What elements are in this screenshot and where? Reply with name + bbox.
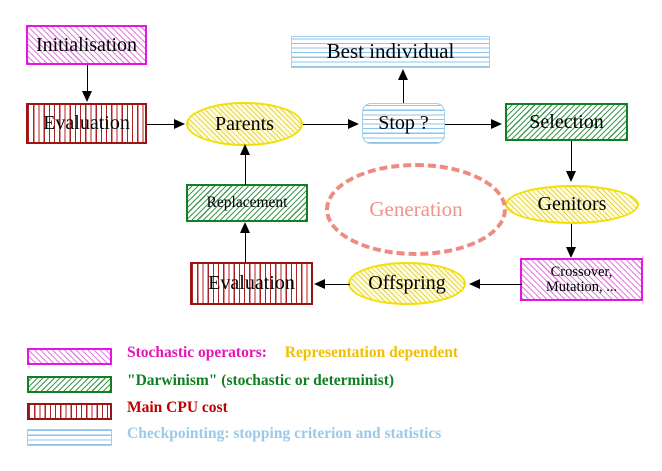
edge-evaluation-parents <box>147 124 176 125</box>
arrowhead-selection-genitors <box>566 171 576 182</box>
arrowhead-initialisation-evaluation <box>82 91 92 102</box>
arrowhead-stop-selection <box>491 119 502 129</box>
edge-initialisation-evaluation <box>87 65 88 93</box>
node-stop-label: Stop ? <box>378 112 429 135</box>
node-evaluation-top[interactable]: Evaluation <box>26 103 147 144</box>
arrowhead-stop-best-individual <box>398 69 408 80</box>
legend-label-main-cpu-cost: Main CPU cost <box>127 399 228 417</box>
legend-text-primary-stochastic: Stochastic operators: <box>127 344 267 361</box>
node-replacement-label: Replacement <box>206 194 288 212</box>
arrowhead-replacement-parents <box>240 144 250 155</box>
edge-genitors-crossover <box>571 224 572 248</box>
node-initialisation[interactable]: Initialisation <box>26 25 147 65</box>
node-selection[interactable]: Selection <box>505 103 628 141</box>
node-evaluation-top-label: Evaluation <box>43 112 130 135</box>
node-evaluation-bottom-label: Evaluation <box>208 272 295 295</box>
arrowhead-evaluation-replacement <box>240 222 250 233</box>
edge-crossover-offspring <box>480 284 522 285</box>
node-parents[interactable]: Parents <box>186 102 303 146</box>
arrowhead-evaluation-parents <box>174 119 185 129</box>
node-crossover-mutation-label-line1: Crossover, <box>550 263 613 280</box>
node-generation-loop: Generation <box>325 163 507 256</box>
edge-stop-best-individual <box>403 80 404 103</box>
legend-label-checkpointing: Checkpointing: stopping criterion and st… <box>127 425 441 443</box>
arrowhead-offspring-evaluation <box>314 279 325 289</box>
legend-swatch-main-cpu-cost <box>27 403 112 420</box>
arrowhead-genitors-crossover <box>566 247 576 258</box>
edge-parents-stop <box>303 124 349 125</box>
node-selection-label: Selection <box>529 110 604 133</box>
edge-replacement-parents <box>245 155 246 185</box>
node-best-individual[interactable]: Best individual <box>291 36 490 68</box>
legend-text-main-cpu-cost: Main CPU cost <box>127 399 228 416</box>
legend-swatch-stochastic-operators <box>27 348 112 365</box>
legend-label-stochastic-operators: Stochastic operators: Representation dep… <box>127 344 458 362</box>
edge-evaluation-replacement <box>245 233 246 263</box>
legend-swatch-checkpointing <box>27 429 112 446</box>
node-best-individual-label: Best individual <box>326 39 455 64</box>
node-crossover-mutation[interactable]: Crossover, Mutation, ... <box>520 258 643 301</box>
node-evaluation-bottom[interactable]: Evaluation <box>190 262 313 305</box>
legend-text-checkpointing: Checkpointing: stopping criterion and st… <box>127 425 442 442</box>
legend-label-darwinism: "Darwinism" (stochastic or determinist) <box>127 372 394 390</box>
arrowhead-crossover-offspring <box>469 279 480 289</box>
legend-swatch-darwinism <box>27 376 112 393</box>
node-offspring-label: Offspring <box>368 272 446 295</box>
node-genitors-label: Genitors <box>537 193 607 216</box>
edge-offspring-evaluation <box>325 284 350 285</box>
node-initialisation-label: Initialisation <box>35 33 138 56</box>
node-stop[interactable]: Stop ? <box>362 103 445 144</box>
node-genitors[interactable]: Genitors <box>505 185 639 224</box>
legend-text-darwinism: "Darwinism" (stochastic or determinist) <box>127 372 395 389</box>
edge-selection-genitors <box>571 141 572 172</box>
legend-text-secondary-representation: Representation dependent <box>284 344 459 361</box>
arrowhead-parents-stop <box>348 119 359 129</box>
edge-stop-selection <box>445 124 492 125</box>
node-crossover-mutation-label-line2: Mutation, ... <box>545 278 618 295</box>
node-offspring[interactable]: Offspring <box>348 262 466 305</box>
node-parents-label: Parents <box>215 112 274 135</box>
node-replacement[interactable]: Replacement <box>186 184 308 222</box>
node-generation-label: Generation <box>369 197 463 221</box>
